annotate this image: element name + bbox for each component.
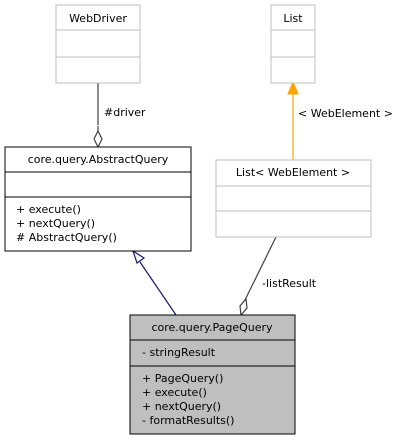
inheritance-arrowhead bbox=[131, 249, 146, 264]
list-result-label: -listResult bbox=[262, 277, 317, 290]
class-list-webelement-name: List< WebElement > bbox=[236, 166, 350, 179]
inheritance-edge bbox=[139, 261, 177, 316]
class-abstract-query: core.query.AbstractQuery + execute() + n… bbox=[4, 146, 192, 252]
template-arrowhead bbox=[287, 80, 299, 95]
class-page-query-name: core.query.PageQuery bbox=[151, 321, 273, 334]
method-execute: + execute() bbox=[142, 386, 207, 399]
method-next-query: + nextQuery() bbox=[16, 217, 95, 230]
method-format-results: - formatResults() bbox=[142, 414, 234, 427]
method-next-query: + nextQuery() bbox=[142, 400, 221, 413]
template-label: < WebElement > bbox=[298, 107, 393, 120]
class-abstract-query-name: core.query.AbstractQuery bbox=[28, 153, 169, 166]
class-list-name: List bbox=[283, 12, 303, 25]
class-webdriver: WebDriver bbox=[55, 4, 141, 84]
attribute-string-result: - stringResult bbox=[142, 346, 216, 359]
class-webdriver-name: WebDriver bbox=[69, 12, 127, 25]
driver-label: #driver bbox=[104, 106, 146, 119]
method-execute: + execute() bbox=[16, 203, 81, 216]
method-abstract-query-constructor: # AbstractQuery() bbox=[16, 231, 117, 244]
class-page-query: core.query.PageQuery - stringResult + Pa… bbox=[129, 314, 296, 435]
driver-aggregation-diamond bbox=[93, 129, 103, 149]
list-result-aggregation-diamond bbox=[239, 297, 248, 317]
method-page-query-constructor: + PageQuery() bbox=[142, 372, 223, 385]
class-list: List bbox=[270, 4, 316, 84]
class-list-webelement: List< WebElement > bbox=[215, 159, 372, 238]
list-result-association-edge bbox=[244, 236, 277, 301]
